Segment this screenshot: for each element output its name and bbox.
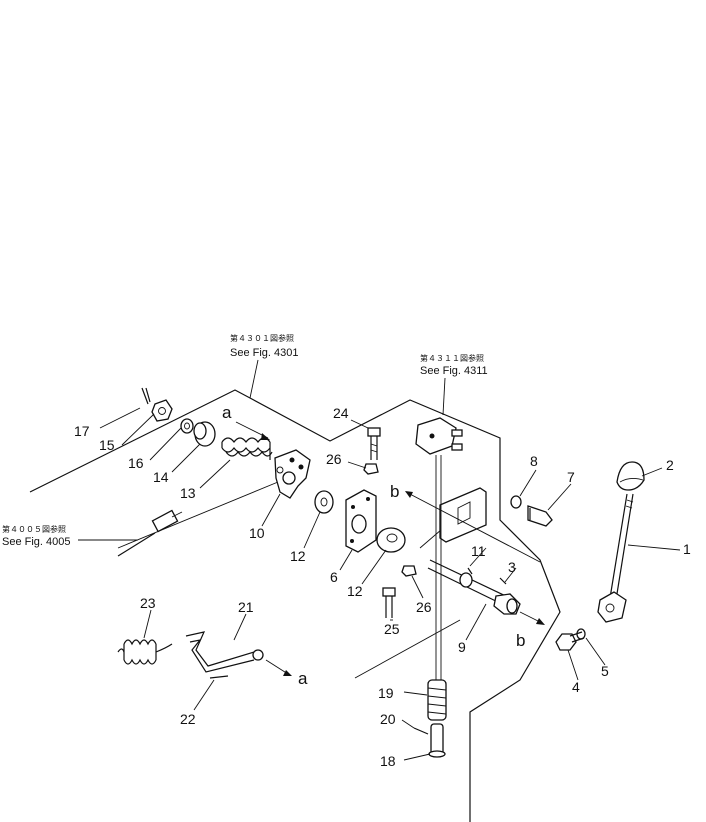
reference-4311-jp: 第４３１１図参照: [420, 353, 484, 363]
callout-4: 4: [572, 679, 580, 695]
shift-lever-1: [597, 493, 634, 623]
plate: [439, 487, 487, 543]
callout-12-upper: 12: [290, 548, 306, 564]
callout-21: 21: [238, 599, 254, 615]
vertical-rod: [435, 455, 442, 680]
callout-14: 14: [153, 469, 169, 485]
reference-4301-jp: 第４３０１図参照: [230, 333, 294, 343]
connector-a-label-top: a: [222, 403, 232, 422]
washer-8: [510, 495, 522, 509]
connector-b-lower: b: [516, 611, 545, 650]
callout-26-lower: 26: [416, 599, 432, 615]
callout-22: 22: [180, 711, 196, 727]
reference-4005-en: See Fig. 4005: [2, 536, 71, 548]
callout-20: 20: [380, 711, 396, 727]
callout-7: 7: [567, 469, 575, 485]
callout-numbers: 17 15 16 14 13 10 12 6 12 24 26 8 7 2 1 …: [74, 405, 691, 769]
washer-12-upper: [314, 490, 334, 514]
shaft-9: [427, 559, 521, 615]
rod-21: [185, 631, 264, 673]
callout-10: 10: [249, 525, 265, 541]
bushing-14: [193, 421, 216, 447]
key-11: [467, 567, 473, 575]
cotter-22: [209, 675, 229, 679]
callout-1: 1: [683, 541, 691, 557]
callout-24: 24: [333, 405, 349, 421]
knob-2: [616, 461, 645, 491]
key-3: [499, 577, 507, 585]
bolt-24: [367, 427, 381, 460]
connector-a-lower: a: [265, 659, 308, 688]
callout-3: 3: [508, 559, 516, 575]
leader-lines: [99, 407, 681, 761]
callout-2: 2: [666, 457, 674, 473]
callout-15: 15: [99, 437, 115, 453]
callout-16: 16: [128, 455, 144, 471]
bolt-25: [382, 587, 396, 618]
connector-b-label-lower: b: [516, 631, 525, 650]
nut-15: [151, 399, 173, 422]
bolt-4: [555, 631, 585, 651]
connector-b-top: b: [390, 482, 541, 563]
reference-fig-4311: 第４３１１図参照 See Fig. 4311: [420, 353, 488, 416]
callout-17: 17: [74, 423, 90, 439]
callout-5: 5: [601, 663, 609, 679]
callout-11: 11: [471, 543, 486, 559]
callout-13: 13: [180, 485, 196, 501]
spring-13: [221, 437, 273, 460]
connector-a-top: a: [222, 403, 270, 440]
washer-12-lower: [376, 527, 406, 553]
reference-fig-4301: 第４３０１図参照 See Fig. 4301: [230, 333, 299, 399]
lever-10: [274, 449, 311, 499]
connector-b-label-top: b: [390, 482, 399, 501]
reference-fig-4005: 第４００５図参照 See Fig. 4005: [2, 524, 138, 548]
reference-4311-en: See Fig. 4311: [420, 365, 488, 377]
callout-9: 9: [458, 639, 466, 655]
callout-23: 23: [140, 595, 156, 611]
bolt-7: [527, 505, 553, 527]
nut-26-lower: [401, 565, 417, 577]
cable-end: [117, 509, 183, 557]
switch-bracket: [415, 417, 463, 455]
callout-18: 18: [380, 753, 396, 769]
callout-26-upper: 26: [326, 451, 342, 467]
pin-17: [141, 387, 151, 405]
callout-19: 19: [378, 685, 394, 701]
spring-23: [117, 639, 173, 665]
bracket-6: [345, 489, 377, 553]
nut-26-upper: [363, 463, 379, 475]
washer-16: [180, 418, 194, 434]
connector-a-label-lower: a: [298, 669, 308, 688]
callout-25: 25: [384, 621, 400, 637]
reference-4005-jp: 第４００５図参照: [2, 524, 66, 534]
pin-18: [428, 723, 446, 758]
callout-8: 8: [530, 453, 538, 469]
spring-19: [427, 679, 447, 721]
reference-4301-en: See Fig. 4301: [230, 347, 299, 359]
callout-6: 6: [330, 569, 338, 585]
callout-12-lower: 12: [347, 583, 363, 599]
cotter-20: [413, 727, 429, 735]
